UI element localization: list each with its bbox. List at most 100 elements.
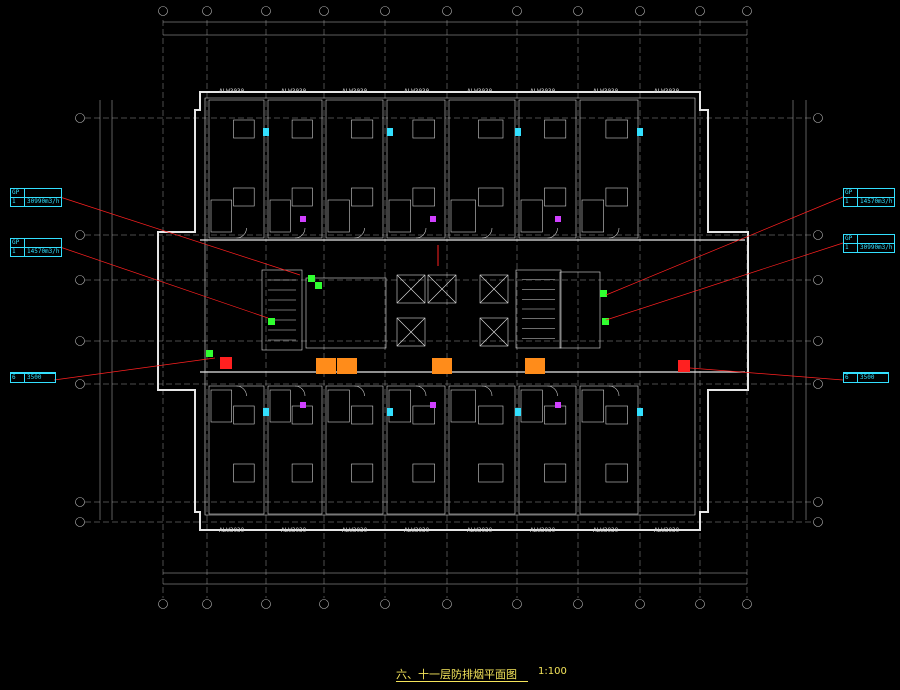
air-diffuser-cyan	[263, 408, 269, 416]
room-module	[325, 99, 384, 239]
room-module	[448, 385, 516, 515]
bed	[291, 463, 313, 483]
window-label: ALW3030	[593, 527, 619, 534]
axis-bubble	[75, 275, 85, 285]
fire-damper-red	[678, 360, 690, 372]
axis-bubble	[202, 599, 212, 609]
axis-bubble	[512, 599, 522, 609]
window-label: ALW3030	[654, 527, 680, 534]
exhaust-fan-orange	[432, 358, 452, 374]
axis-bubble	[380, 599, 390, 609]
valve-magenta	[555, 216, 561, 222]
bed	[412, 119, 435, 139]
elevator-cross	[479, 317, 509, 347]
window-label: ALW3030	[219, 527, 245, 534]
bathroom	[269, 389, 291, 423]
window-label: ALW3030	[593, 88, 619, 95]
exterior-wall	[157, 91, 749, 531]
lobby	[305, 277, 387, 349]
door-swing	[481, 227, 493, 239]
axis-bubble	[442, 599, 452, 609]
axis-bubble	[813, 379, 823, 389]
bed	[233, 187, 255, 207]
axis-bubble	[635, 6, 645, 16]
smoke-vent-green	[268, 318, 275, 325]
room-module	[267, 99, 323, 239]
smoke-vent-green	[308, 275, 315, 282]
door-swing	[415, 385, 427, 397]
callout-leader	[605, 196, 844, 296]
smoke-vent-green	[600, 290, 607, 297]
axis-bubble	[813, 113, 823, 123]
room-module	[386, 385, 446, 515]
smoke-control-equipment	[206, 128, 690, 416]
callout-leader	[605, 242, 844, 321]
room-module	[208, 385, 265, 515]
axis-bubble	[512, 6, 522, 16]
bathroom	[450, 389, 476, 423]
drawing-title: 六、十一层防排烟平面图	[396, 668, 517, 681]
elevator-shaft	[479, 274, 509, 304]
bed	[291, 405, 313, 425]
axis-bubble	[573, 599, 583, 609]
bathroom	[520, 199, 543, 233]
drawing-title-block: 六、十一层防排烟平面图 1:100	[396, 666, 596, 686]
axis-bubble	[695, 6, 705, 16]
axis-bubble	[202, 6, 212, 16]
bathroom	[520, 389, 543, 423]
axis-bubble	[75, 497, 85, 507]
smoke-vent-green	[602, 318, 609, 325]
bed	[291, 187, 313, 207]
dimension-lines	[99, 21, 807, 585]
core-stairs-elevators	[261, 269, 601, 351]
window-label: ALW3030	[530, 527, 556, 534]
bathroom	[450, 199, 476, 233]
title-underline	[396, 681, 528, 682]
door-swing	[608, 227, 620, 239]
bathroom	[210, 389, 232, 423]
bed	[351, 187, 374, 207]
room-module	[448, 99, 516, 239]
bed	[544, 405, 567, 425]
bed	[478, 405, 504, 425]
exhaust-fan-orange	[525, 358, 545, 374]
bathroom	[269, 199, 291, 233]
exhaust-fan-orange	[337, 358, 357, 374]
bed	[233, 119, 255, 139]
callout-leader	[59, 196, 301, 276]
axis-bubble	[319, 599, 329, 609]
valve-magenta	[430, 402, 436, 408]
lobby	[559, 271, 601, 349]
bed	[351, 119, 374, 139]
axis-bubble	[813, 497, 823, 507]
bed	[605, 405, 628, 425]
bed	[412, 405, 435, 425]
window-label: ALW3030	[281, 88, 307, 95]
bed	[605, 187, 628, 207]
callout-leader	[689, 367, 844, 381]
elevator-cross	[396, 317, 426, 347]
room-module	[267, 385, 323, 515]
room-module	[208, 99, 265, 239]
valve-magenta	[300, 402, 306, 408]
bed	[544, 119, 567, 139]
room-module	[518, 99, 577, 239]
air-diffuser-cyan	[515, 408, 521, 416]
room-module	[579, 99, 639, 239]
door-swing	[547, 385, 558, 397]
bed	[412, 463, 435, 483]
axis-bubble	[380, 6, 390, 16]
window-label: ALW3030	[281, 527, 307, 534]
elevator-cross	[427, 274, 457, 304]
bathroom	[581, 389, 605, 423]
door-swing	[236, 227, 247, 239]
elevator-shaft	[479, 317, 509, 347]
bathroom	[327, 389, 350, 423]
elevator-shaft	[396, 274, 426, 304]
callout-leader	[53, 357, 216, 381]
